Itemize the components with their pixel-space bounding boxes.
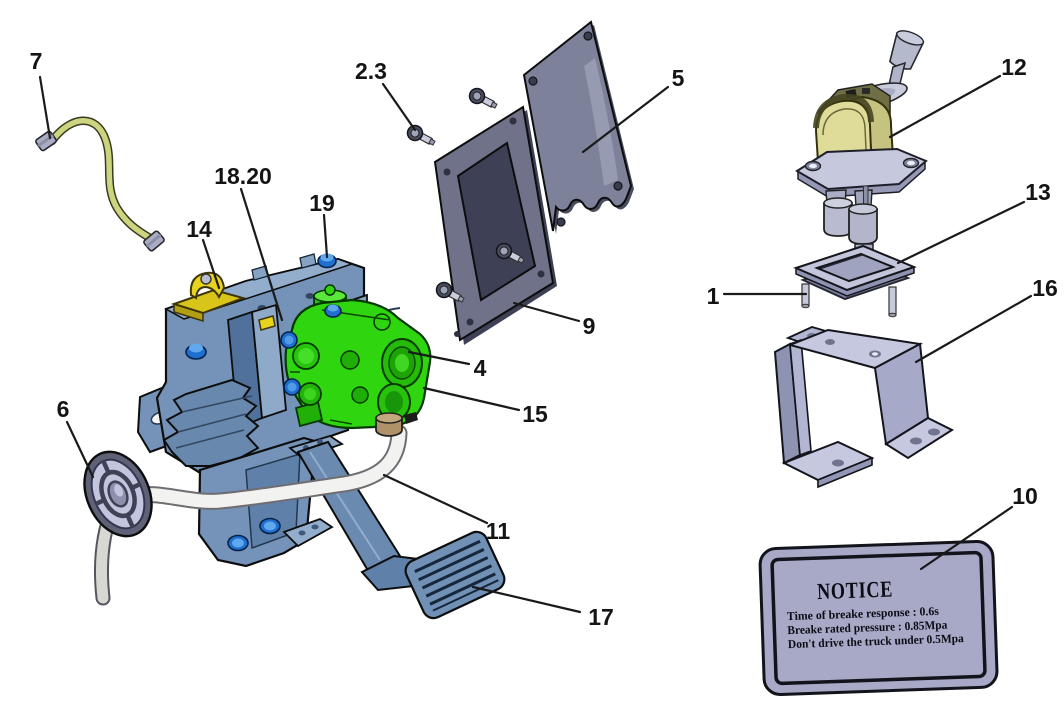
part-18-20-switch	[258, 315, 276, 331]
leader-line-11	[382, 473, 489, 525]
leader-line-13	[896, 200, 1026, 265]
leader-line-9	[512, 301, 581, 323]
pipe-nut-bottom	[143, 230, 165, 252]
notice-line-1: Time of breake response : 0.6s	[787, 604, 940, 623]
part-10-notice-decal: NOTICE Time of breake response : 0.6s Br…	[758, 540, 999, 696]
leader-line-5	[581, 85, 670, 154]
callout-label-18-20: 18.20	[214, 163, 272, 189]
leader-line-15	[422, 386, 521, 412]
notice-line-2: Breake rated pressure : 0.85Mpa	[787, 618, 947, 638]
screw-washer	[495, 242, 525, 264]
leader-line-2-3	[381, 82, 417, 132]
leader-line-4	[407, 350, 471, 366]
callout-label-10: 10	[1012, 483, 1038, 509]
leader-line-17	[471, 585, 582, 614]
callout-label-19: 19	[309, 190, 335, 216]
leader-line-6	[65, 420, 95, 479]
screw-washer	[406, 124, 436, 146]
notice-line-3: Don't drive the truck under 0.5Mpa	[788, 631, 964, 651]
callout-label-7: 7	[30, 48, 43, 74]
part-13-gasket-plate	[793, 244, 917, 318]
notice-title: NOTICE	[817, 576, 894, 604]
part-4-15-brake-valve	[280, 284, 432, 430]
callout-label-1: 1	[707, 283, 720, 309]
leader-line-12	[888, 74, 1002, 139]
callout-label-5: 5	[672, 65, 685, 91]
callout-label-15: 15	[522, 401, 548, 427]
valve-knob	[888, 30, 925, 70]
callout-label-13: 13	[1025, 179, 1051, 205]
part-9-gasket-frame	[433, 105, 557, 345]
part-19-cap-nuts	[185, 253, 342, 552]
leader-line-7	[38, 75, 52, 140]
screw-washer	[468, 87, 498, 109]
callout-label-17: 17	[588, 604, 614, 630]
leader-line-16	[914, 294, 1033, 364]
callout-label-4: 4	[474, 355, 487, 381]
callout-label-16: 16	[1032, 275, 1058, 301]
part-12-hand-brake-valve	[795, 30, 928, 261]
pedal-pad	[404, 530, 506, 620]
leader-line-10	[919, 505, 1014, 571]
callout-label-14: 14	[186, 216, 212, 242]
part-17-pedal	[296, 440, 506, 620]
callout-label-9: 9	[583, 313, 596, 339]
callout-label-2-3: 2.3	[355, 58, 387, 84]
callout-label-12: 12	[1001, 54, 1027, 80]
leader-line-19	[322, 213, 329, 259]
part-6-grommet-disc	[83, 450, 153, 538]
leader-line-18-20	[239, 187, 284, 322]
part-16-mounting-bracket	[773, 326, 955, 489]
part-5-cover-plate	[522, 20, 634, 234]
part-1-stud	[888, 286, 897, 316]
part-2-3-screws	[406, 87, 525, 303]
screw-washer	[435, 281, 465, 303]
leader-lines	[38, 74, 1033, 614]
callout-label-11: 11	[486, 518, 511, 544]
part-7-brake-pipe	[35, 116, 165, 252]
callout-labels: 7 2.3 5 12 13 18.20 19 14 1 16 9 4 15 6 …	[30, 48, 1058, 630]
leader-line-14	[201, 238, 221, 290]
hose-collar	[375, 412, 418, 437]
callout-label-6: 6	[57, 396, 70, 422]
